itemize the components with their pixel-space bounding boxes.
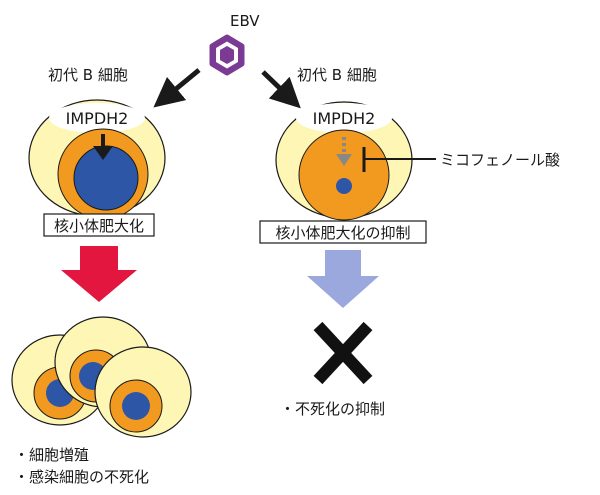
arrow-to-left-cell (153, 68, 201, 108)
inhibitor-label: ミコフェノール酸 (440, 151, 560, 169)
left-outcome-box (43, 213, 155, 237)
left-result-2: ・感染細胞の不死化 (14, 468, 149, 486)
right-result-1: ・不死化の抑制 (280, 400, 385, 418)
right-nucleolus-small (336, 178, 352, 194)
blocked-x-icon (313, 321, 373, 385)
right-cell-label: 初代 B 細胞 (297, 66, 377, 84)
virus-core (220, 46, 234, 64)
left-outcome-label: 核小体肥大化 (54, 217, 144, 235)
proliferated-cells (11, 316, 192, 438)
left-cell-label: 初代 B 細胞 (48, 66, 128, 84)
proliferated-cell-3 (94, 346, 192, 438)
left-cell: 初代 B 細胞 IMPDH2 (28, 66, 166, 220)
left-enzyme-label: IMPDH2 (66, 109, 129, 128)
right-enzyme-arrow-head (336, 154, 352, 166)
left-enzyme-bubble (49, 103, 145, 133)
right-outcome-box (259, 220, 427, 244)
ebv-virus: EBV (209, 12, 260, 76)
right-enzyme-bubble (296, 103, 392, 133)
virus-label: EBV (230, 12, 260, 30)
right-outcome-label: 核小体肥大化の抑制 (275, 224, 410, 242)
right-cell: 初代 B 細胞 IMPDH2 (275, 66, 413, 221)
left-enzyme-arrow-head (93, 146, 113, 160)
left-result-1: ・細胞増殖 (14, 446, 89, 464)
right-enzyme-label: IMPDH2 (313, 109, 376, 128)
arrow-to-right-cell (261, 70, 301, 109)
left-progress-arrow (61, 246, 137, 302)
right-nucleus (298, 129, 390, 221)
right-progress-arrow (307, 250, 379, 308)
